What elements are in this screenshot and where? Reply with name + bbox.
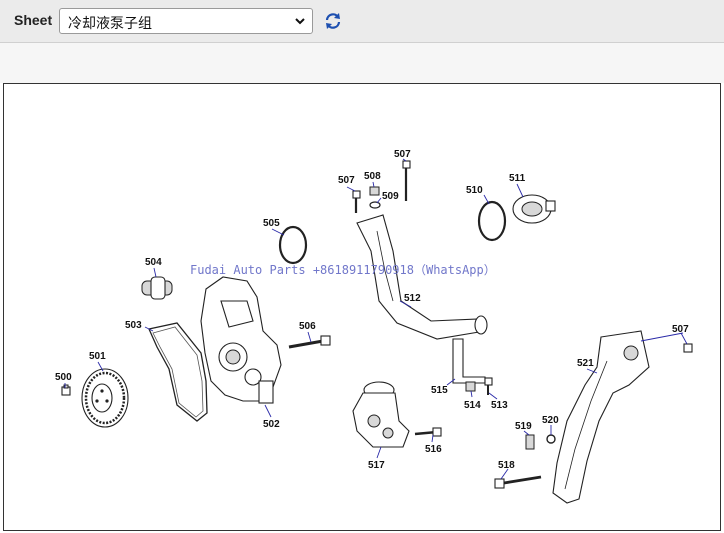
callout-521: 521 <box>577 358 594 369</box>
callout-500: 500 <box>55 372 72 383</box>
toolbar: Sheet 冷却液泵子组 <box>0 0 724 43</box>
callout-501: 501 <box>89 351 106 362</box>
part-508-nut[interactable] <box>369 186 380 196</box>
callout-505: 505 <box>263 218 280 229</box>
spacer-band <box>0 43 724 83</box>
part-503-gasket[interactable] <box>148 322 208 422</box>
callout-509: 509 <box>382 191 399 202</box>
part-510-o-ring[interactable] <box>477 200 507 242</box>
part-521-outlet-pipe[interactable] <box>552 330 650 504</box>
part-509-washer[interactable] <box>369 201 381 209</box>
callout-520: 520 <box>542 415 559 426</box>
callout-labels: 500 501 502 503 504 505 506 507 508 509 … <box>55 149 689 471</box>
leader-lines <box>64 158 688 480</box>
part-519-sensor[interactable] <box>525 434 535 450</box>
part-518-bolt[interactable] <box>494 475 542 489</box>
callout-514: 514 <box>464 400 481 411</box>
callout-513: 513 <box>491 400 508 411</box>
callout-503: 503 <box>125 320 142 331</box>
diagram-frame: 500 501 502 503 504 505 506 507 508 509 … <box>3 83 721 531</box>
part-507-bolt-right[interactable] <box>683 343 693 353</box>
callout-508: 508 <box>364 171 381 182</box>
part-516-bolt[interactable] <box>414 427 442 437</box>
sheet-select-value: 冷却液泵子组 <box>68 16 152 32</box>
part-513-bolt[interactable] <box>484 377 493 395</box>
watermark-text: Fudai Auto Parts +8618911790918（WhatsApp… <box>190 263 496 277</box>
chevron-down-icon <box>295 18 305 25</box>
callout-506: 506 <box>299 321 316 332</box>
part-502-pump-housing[interactable] <box>200 276 282 404</box>
part-501-pulley[interactable] <box>81 368 129 428</box>
callout-518: 518 <box>498 460 515 471</box>
part-517-thermostat-housing[interactable] <box>352 381 410 448</box>
refresh-icon[interactable] <box>324 12 342 30</box>
callout-512: 512 <box>404 293 421 304</box>
part-505-o-ring[interactable] <box>278 225 308 265</box>
callout-507-a: 507 <box>338 175 355 186</box>
part-515-bracket[interactable] <box>452 338 486 384</box>
part-514-clip[interactable] <box>465 381 476 392</box>
part-520-seal[interactable] <box>546 434 556 444</box>
part-504-plug[interactable] <box>141 276 173 300</box>
callout-519: 519 <box>515 421 532 432</box>
callout-507-b: 507 <box>394 149 411 160</box>
callout-511: 511 <box>509 173 526 184</box>
callout-504: 504 <box>145 257 162 268</box>
part-512-coolant-pipe[interactable] <box>356 214 488 340</box>
callout-516: 516 <box>425 444 442 455</box>
part-506-bolt[interactable] <box>288 335 331 349</box>
callout-507-c: 507 <box>672 324 689 335</box>
callout-517: 517 <box>368 460 385 471</box>
callout-510: 510 <box>466 185 483 196</box>
callout-515: 515 <box>431 385 448 396</box>
sheet-label: Sheet <box>14 12 53 28</box>
callout-502: 502 <box>263 419 280 430</box>
part-507-bolt-top-b[interactable] <box>402 160 411 201</box>
part-500-bolt[interactable] <box>61 384 71 396</box>
sheet-select[interactable]: 冷却液泵子组 <box>59 8 313 34</box>
part-507-bolt-top-a[interactable] <box>352 190 361 213</box>
parts-diagram: 500 501 502 503 504 505 506 507 508 509 … <box>55 149 693 504</box>
part-511-thermostat[interactable] <box>512 194 556 224</box>
